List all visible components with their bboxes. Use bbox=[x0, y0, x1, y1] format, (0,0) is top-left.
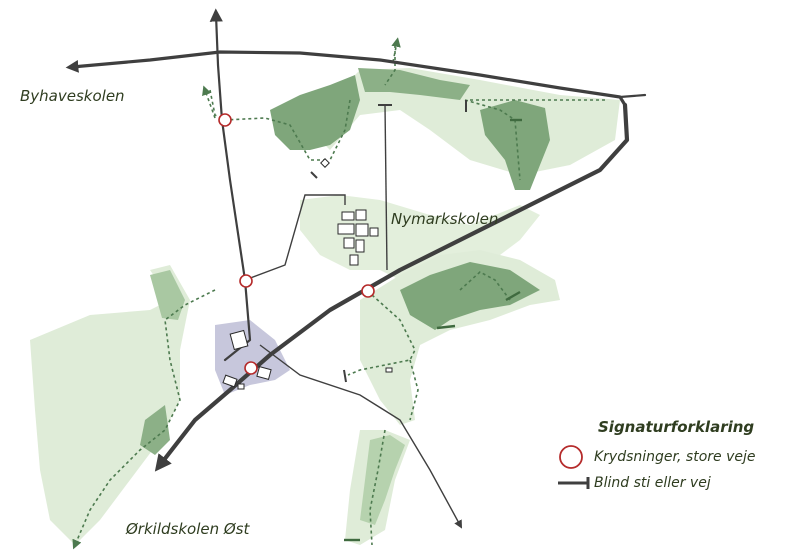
forest-north-west bbox=[270, 75, 360, 150]
forest-east bbox=[400, 262, 540, 330]
building-town-2 bbox=[222, 374, 238, 388]
building-nymark-2 bbox=[355, 209, 367, 221]
road-to-south-east bbox=[259, 344, 463, 529]
building-nymark-3 bbox=[337, 223, 355, 235]
building-town-4 bbox=[237, 383, 245, 390]
building-town-3 bbox=[256, 366, 272, 380]
legend-title: Signaturforklaring bbox=[598, 418, 755, 436]
major-roads bbox=[65, 8, 647, 472]
path-southeast-down bbox=[409, 359, 419, 421]
dead-end-markers bbox=[310, 100, 467, 383]
road-north-south bbox=[209, 8, 252, 362]
label-byhaveskolen: Byhaveskolen bbox=[20, 87, 125, 105]
dead-end-southeast bbox=[343, 369, 347, 383]
path-north-forest bbox=[329, 99, 351, 161]
legend-label-dead-end: Blind sti eller vej bbox=[594, 475, 711, 491]
building-southeast-small bbox=[385, 367, 393, 373]
green-dead-end-east bbox=[505, 290, 521, 302]
road-east-extension bbox=[618, 93, 647, 99]
path-east-forest bbox=[459, 271, 511, 301]
path-west bbox=[72, 289, 216, 550]
building-nymark-4 bbox=[355, 223, 369, 237]
forest-southwest-patch bbox=[140, 405, 170, 455]
path-north-east bbox=[464, 99, 521, 181]
road-vertical-nymark bbox=[384, 104, 388, 271]
building-nymark-6 bbox=[355, 239, 365, 253]
legend-label-crossing: Krydsninger, store veje bbox=[594, 449, 756, 465]
label-nymarkskolen: Nymarkskolen bbox=[391, 210, 499, 228]
road-to-nymark bbox=[244, 194, 346, 281]
crossings bbox=[218, 113, 375, 375]
crossing-north bbox=[218, 113, 232, 127]
building-nymark-8 bbox=[369, 227, 379, 237]
forest-west-strip bbox=[150, 270, 185, 320]
dead-end-icon bbox=[556, 470, 594, 496]
road-main-diagonal bbox=[154, 102, 630, 472]
local-roads bbox=[244, 104, 463, 529]
building-town-1 bbox=[229, 329, 249, 351]
dead-end-west bbox=[310, 171, 318, 179]
path-southeast bbox=[347, 294, 416, 376]
green-dead-ends bbox=[344, 118, 522, 542]
circle-marker-icon bbox=[556, 444, 594, 470]
buildings bbox=[222, 158, 393, 390]
forest-north-strip bbox=[358, 68, 470, 100]
legend-item-crossing: Krydsninger, store veje bbox=[556, 444, 801, 470]
green-paths bbox=[72, 37, 605, 550]
building-nymark-5 bbox=[343, 237, 355, 249]
legend: Signaturforklaring Krydsninger, store ve… bbox=[556, 418, 801, 496]
path-south bbox=[369, 429, 386, 546]
green-area-southwest bbox=[30, 265, 190, 545]
label-orkildskolen-ost: Ørkildskolen Øst bbox=[126, 520, 250, 538]
crossing-town bbox=[244, 361, 258, 375]
building-nymark-7 bbox=[349, 254, 359, 266]
forest-north-east bbox=[480, 100, 550, 190]
green-dead-end-forest bbox=[436, 324, 456, 330]
building-west-small bbox=[320, 158, 330, 168]
forest-areas bbox=[140, 68, 550, 525]
legend-item-dead-end: Blind sti eller vej bbox=[556, 470, 801, 496]
path-northwest-up bbox=[202, 85, 216, 119]
path-north-loop bbox=[209, 89, 325, 161]
crossing-east bbox=[361, 284, 375, 298]
building-nymark-1 bbox=[341, 211, 355, 221]
road-northern-ring bbox=[65, 50, 627, 107]
crossing-middle bbox=[239, 274, 253, 288]
